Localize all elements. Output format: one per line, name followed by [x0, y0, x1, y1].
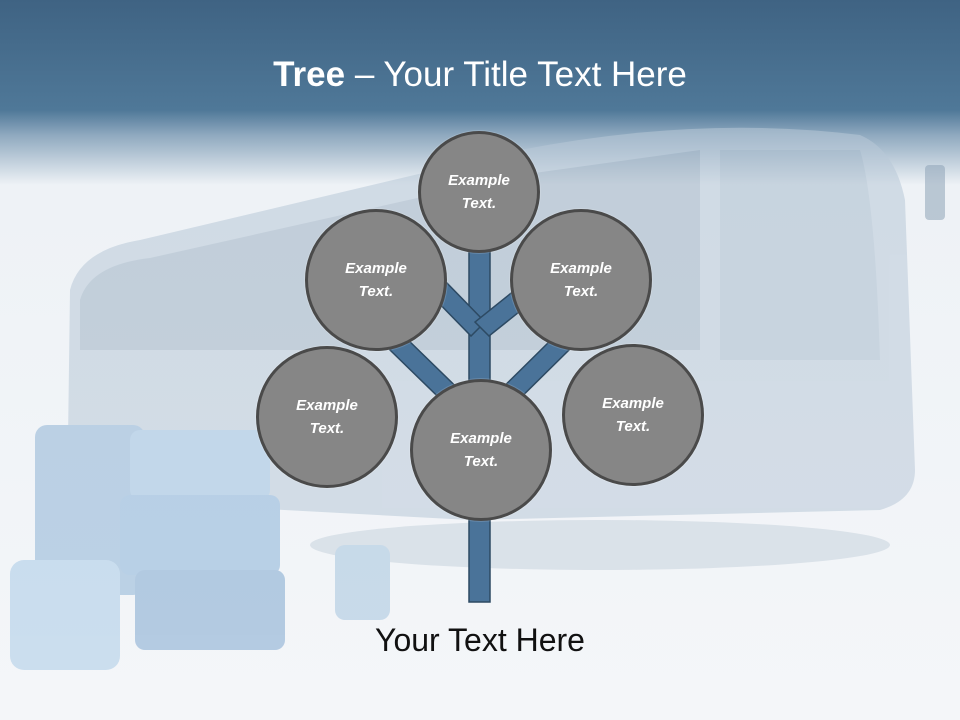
title-rest: – Your Title Text Here: [345, 55, 687, 94]
title-bold: Tree: [273, 55, 346, 94]
tree-node-top: Example Text.: [418, 131, 540, 253]
tree-node-upper-left: Example Text.: [305, 209, 447, 351]
tree-node-upper-right: Example Text.: [510, 209, 652, 351]
tree-node-lower-left: Example Text.: [256, 346, 398, 488]
tree-node-center: Example Text.: [410, 379, 552, 521]
slide-title: Tree – Your Title Text Here: [0, 52, 960, 98]
tree-node-lower-right: Example Text.: [562, 344, 704, 486]
caption-text: Your Text Here: [375, 622, 585, 658]
